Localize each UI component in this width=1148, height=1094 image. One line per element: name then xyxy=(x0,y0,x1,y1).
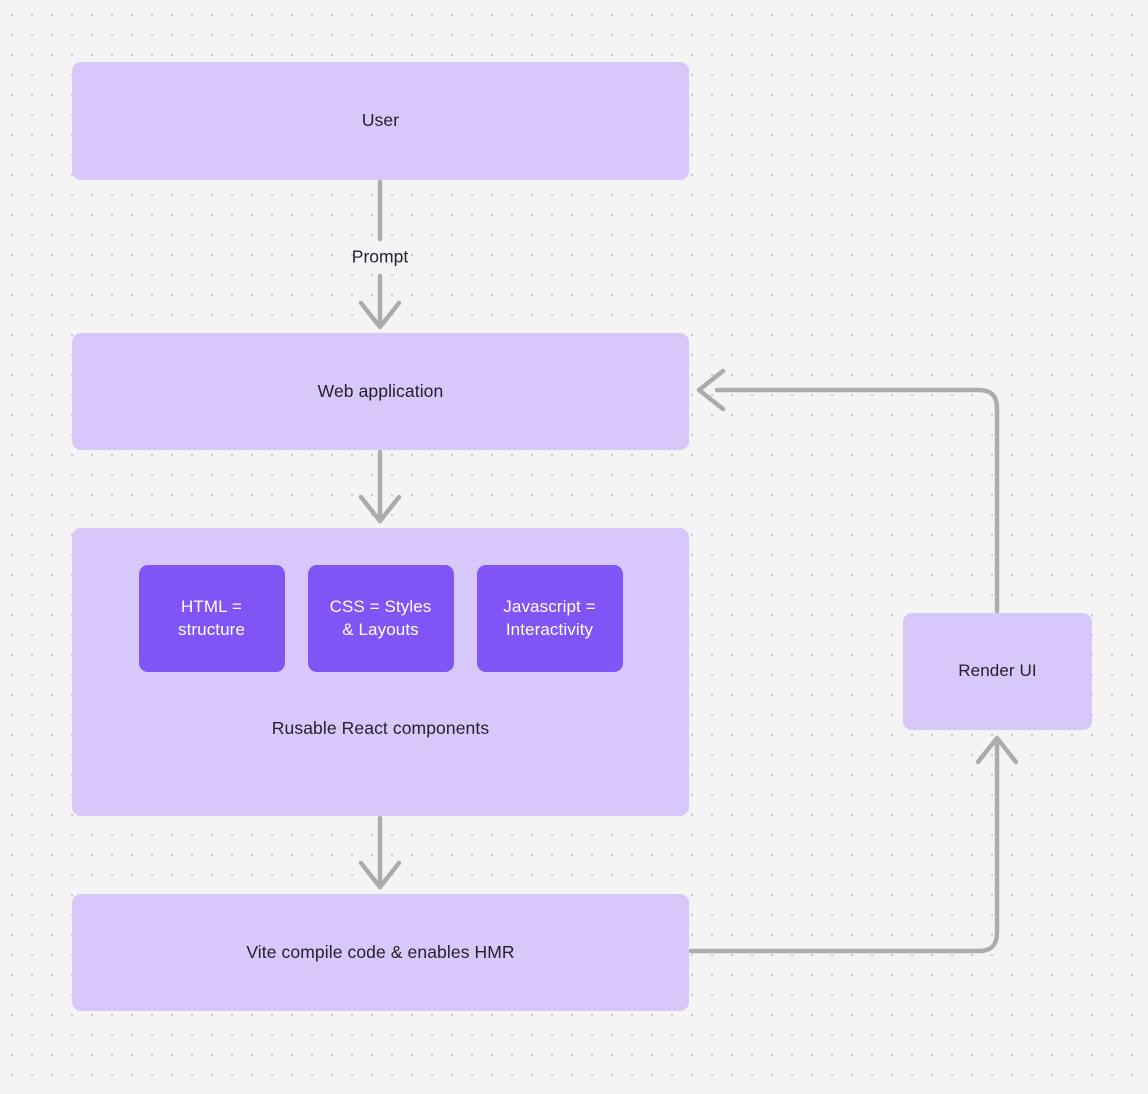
inner-node-html[interactable]: HTML =structure xyxy=(138,565,285,672)
edge-vite-to-render xyxy=(688,735,1019,954)
node-user[interactable]: User xyxy=(72,62,689,180)
inner-node-row: HTML =structure CSS = Styles& Layouts Ja… xyxy=(72,565,689,672)
node-render-ui-label: Render UI xyxy=(958,661,1037,681)
node-web-application[interactable]: Web application xyxy=(72,333,689,450)
node-vite-label: Vite compile code & enables HMR xyxy=(246,941,515,962)
node-react-components-label: Rusable React components xyxy=(271,718,490,738)
inner-node-html-label: HTML =structure xyxy=(177,596,246,639)
node-web-application-label: Web application xyxy=(317,380,444,401)
node-user-label: User xyxy=(361,110,400,131)
node-render-ui[interactable]: Render UI xyxy=(903,613,1092,730)
edge-react-to-vite xyxy=(358,815,402,890)
inner-node-javascript-label: Javascript =Interactivity xyxy=(503,596,596,639)
node-react-components[interactable]: HTML =structure CSS = Styles& Layouts Ja… xyxy=(72,528,689,816)
inner-node-css[interactable]: CSS = Styles& Layouts xyxy=(307,565,454,672)
node-vite[interactable]: Vite compile code & enables HMR xyxy=(72,894,689,1011)
inner-node-css-label: CSS = Styles& Layouts xyxy=(329,596,432,639)
edge-webapp-to-react xyxy=(358,449,402,524)
edge-render-to-webapp xyxy=(696,368,1000,614)
inner-node-javascript[interactable]: Javascript =Interactivity xyxy=(476,565,623,672)
edge-label-prompt: Prompt xyxy=(351,246,409,267)
